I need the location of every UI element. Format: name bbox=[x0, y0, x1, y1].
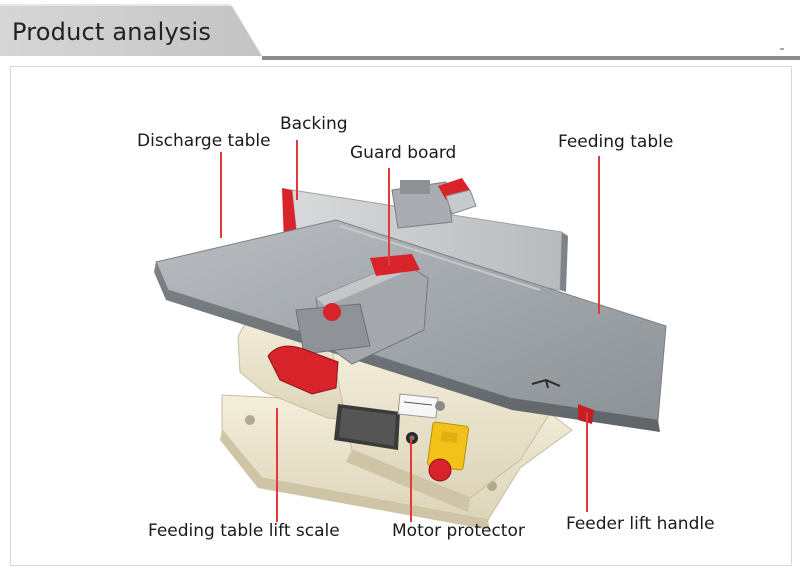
leader-guard-board bbox=[388, 168, 390, 266]
header-divider-dot bbox=[780, 48, 784, 50]
label-discharge-table: Discharge table bbox=[137, 131, 271, 151]
leader-feeder-lift-handle bbox=[586, 412, 588, 512]
leader-motor-protector bbox=[410, 438, 412, 522]
label-feeder-lift-handle: Feeder lift handle bbox=[566, 514, 715, 534]
label-backing: Backing bbox=[280, 114, 348, 134]
label-guard-board: Guard board bbox=[350, 143, 457, 163]
fence-bracket bbox=[391, 178, 477, 229]
header-shape bbox=[0, 4, 262, 56]
page-title: Product analysis bbox=[12, 18, 212, 46]
label-feeding-table-lift-scale: Feeding table lift scale bbox=[148, 521, 340, 541]
leader-feeding-table bbox=[598, 156, 600, 314]
leader-discharge-table bbox=[220, 152, 222, 238]
leader-backing bbox=[296, 140, 298, 200]
label-motor-protector: Motor protector bbox=[392, 521, 525, 541]
label-feeding-table: Feeding table bbox=[558, 132, 674, 152]
header-banner bbox=[0, 0, 800, 62]
leader-lift-scale bbox=[276, 408, 278, 522]
header-divider bbox=[262, 56, 800, 60]
product-frame bbox=[10, 66, 792, 566]
guard-board bbox=[295, 254, 429, 365]
